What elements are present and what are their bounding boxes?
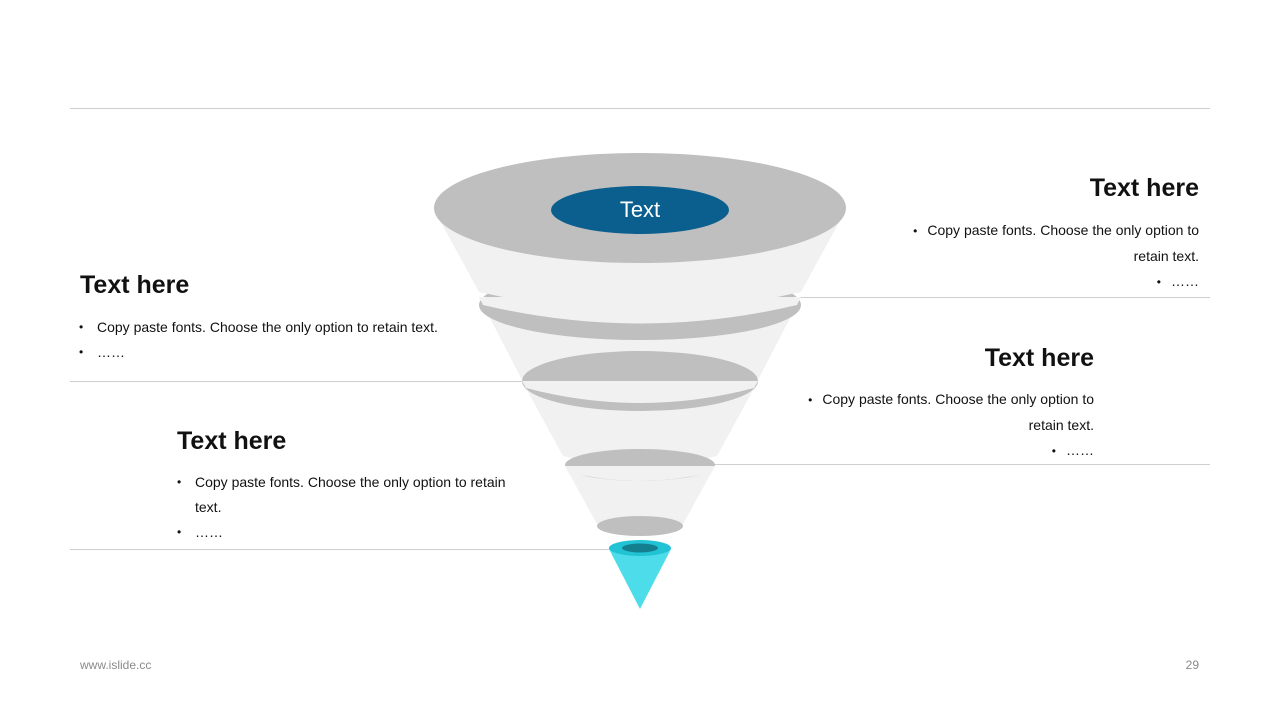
bullet-list: Copy paste fonts. Choose the only option… bbox=[177, 470, 527, 545]
list-item: …… bbox=[177, 520, 527, 545]
divider-left-1 bbox=[70, 381, 540, 382]
list-item: …… bbox=[79, 340, 479, 365]
block-heading: Text here bbox=[984, 344, 1094, 372]
divider-right-2 bbox=[700, 464, 1210, 465]
block-heading: Text here bbox=[80, 271, 190, 299]
funnel-tier-4 bbox=[565, 466, 715, 533]
block-heading: Text here bbox=[177, 427, 287, 455]
bullet-list: Copy paste fonts. Choose the only option… bbox=[79, 315, 479, 365]
list-item: Copy paste fonts. Choose the only option… bbox=[177, 470, 527, 520]
funnel-center-label: Text bbox=[619, 197, 661, 222]
divider-left-2 bbox=[70, 549, 630, 550]
bullet-list: •Copy paste fonts. Choose the only optio… bbox=[774, 387, 1094, 464]
bullet-list: •Copy paste fonts. Choose the only optio… bbox=[879, 218, 1199, 295]
funnel-rim-4 bbox=[597, 516, 683, 536]
funnel-center-ellipse bbox=[551, 186, 729, 234]
list-item: •Copy paste fonts. Choose the only optio… bbox=[808, 391, 1094, 433]
page-number: 29 bbox=[1185, 658, 1199, 672]
list-item: •…… bbox=[1051, 442, 1094, 458]
list-item: Copy paste fonts. Choose the only option… bbox=[79, 315, 479, 340]
block-heading: Text here bbox=[1089, 174, 1199, 202]
footer-website: www.islide.cc bbox=[80, 658, 152, 672]
funnel-tip-inner bbox=[622, 543, 658, 553]
list-item: •Copy paste fonts. Choose the only optio… bbox=[913, 222, 1199, 264]
funnel-tip-cone bbox=[609, 549, 671, 609]
divider-right-1 bbox=[780, 297, 1210, 298]
top-divider bbox=[70, 108, 1210, 109]
list-item: •…… bbox=[1156, 273, 1199, 289]
